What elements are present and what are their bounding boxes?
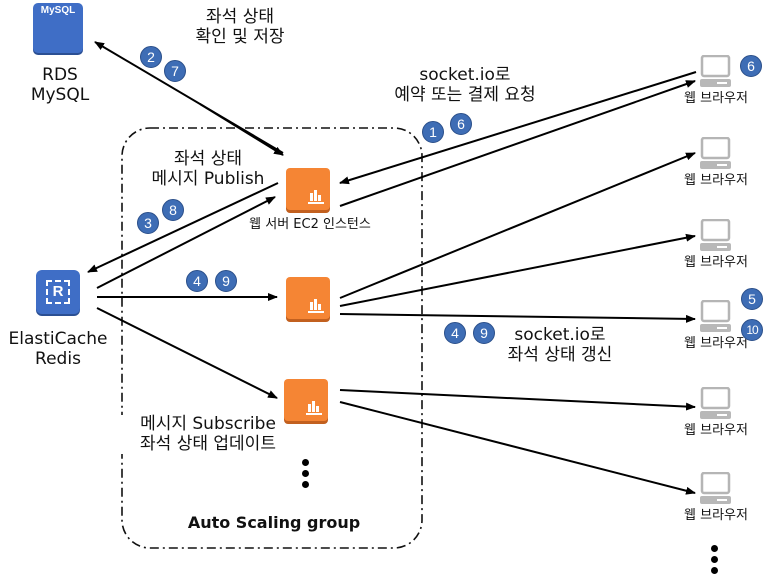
arrow-rds-to-ec2 (95, 42, 280, 155)
web-browser-6-label: 웹 브라우저 (684, 508, 748, 523)
web-browser-1-label: 웹 브라우저 (684, 91, 748, 106)
auto-scaling-group-label: Auto Scaling group (187, 513, 361, 532)
elasticache-redis-icon: R (36, 270, 80, 314)
more-instances-ellipsis (302, 459, 310, 492)
request-note-line2: 예약 또는 결제 요청 (394, 84, 536, 105)
more-browsers-ellipsis (711, 545, 719, 578)
web-browser-2-label: 웹 브라우저 (684, 173, 748, 188)
arrow-ec2b-to-browser-4 (339, 313, 696, 323)
request-note-line1: socket.io로 (419, 65, 511, 85)
step-badge-9: 9 (215, 270, 237, 292)
arrow-ec2-to-rds (94, 41, 284, 154)
arrow-ec2c-to-browser-5 (339, 389, 696, 411)
arrow-redis-to-ec2-3 (96, 307, 278, 399)
rds-label-line1: RDS (42, 65, 78, 85)
step-badge-2: 2 (140, 46, 162, 68)
subscribe-note-line1: 메시지 Subscribe (140, 414, 276, 434)
computer-icon (700, 299, 731, 332)
computer-icon (700, 136, 731, 169)
subscribe-note-line2: 좌석 상태 업데이트 (140, 433, 276, 454)
rds-note-line2: 확인 및 저장 (195, 26, 285, 47)
publish-note: 좌석 상태 메시지 Publish (130, 149, 286, 189)
mysql-icon-text: MySQL (40, 5, 76, 16)
step-badge-6: 6 (450, 113, 472, 135)
arrow-ec2b-to-browser-3 (339, 233, 696, 307)
arrow-rds-to-ec2-b (199, 103, 284, 156)
rds-mysql-icon: MySQL (33, 3, 83, 53)
web-browser-5-label: 웹 브라우저 (684, 423, 748, 438)
step-badge-7: 7 (164, 60, 186, 82)
step-badge-10: 10 (741, 319, 763, 341)
ec2-label: 웹 서버 EC2 인스턴스 (249, 217, 371, 232)
computer-icon (700, 386, 731, 419)
update-note-line2: 좌석 상태 갱신 (507, 344, 613, 365)
web-browser-2-icon (699, 136, 733, 173)
arrow-browser-to-ec2 (339, 71, 697, 185)
web-browser-3-icon (699, 218, 733, 255)
step-badge-5: 5 (741, 288, 763, 310)
arrow-ec2-to-browser (339, 80, 696, 207)
update-note: socket.io로 좌석 상태 갱신 (490, 325, 630, 365)
rds-note: 좌석 상태 확인 및 저장 (170, 7, 310, 47)
computer-icon (700, 218, 731, 251)
step-badge-6b: 6 (740, 55, 762, 77)
redis-icon-text: R (52, 283, 64, 300)
publish-note-line1: 좌석 상태 (174, 149, 242, 169)
redis-label-line1: ElastiCache (8, 329, 108, 349)
computer-icon (700, 54, 731, 87)
ec2-instance-3-icon (284, 379, 328, 421)
step-badge-4: 4 (186, 270, 208, 292)
rds-note-line1: 좌석 상태 (206, 7, 274, 27)
redis-label: ElastiCache Redis (2, 329, 114, 369)
web-browser-4-icon (699, 299, 733, 336)
publish-note-line2: 메시지 Publish (151, 168, 265, 189)
auto-scaling-group-border (121, 127, 423, 549)
request-note: socket.io로 예약 또는 결제 요청 (370, 65, 560, 105)
web-browser-1-icon (699, 54, 733, 91)
arrow-ec2-to-redis (87, 182, 279, 273)
rds-label-line2: MySQL (30, 84, 90, 105)
step-badge-3: 3 (137, 212, 159, 234)
chart-icon (308, 190, 324, 204)
computer-icon (700, 471, 731, 504)
ec2-instance-1-icon (286, 168, 330, 210)
chip-icon: R (46, 280, 70, 304)
step-badge-8: 8 (162, 199, 184, 221)
web-browser-5-icon (699, 386, 733, 423)
step-badge-9b: 9 (473, 322, 495, 344)
subscribe-note: 메시지 Subscribe 좌석 상태 업데이트 (118, 414, 298, 455)
rds-label: RDS MySQL (20, 65, 100, 105)
chart-icon (306, 401, 322, 415)
web-browser-6-icon (699, 471, 733, 508)
ec2-instance-2-icon (286, 277, 330, 319)
web-browser-3-label: 웹 브라우저 (684, 255, 748, 270)
redis-label-line2: Redis (35, 348, 81, 369)
arrow-redis-to-ec2 (96, 196, 276, 289)
update-note-line1: socket.io로 (514, 325, 606, 345)
chart-icon (308, 299, 324, 313)
arrow-ec2b-to-browser-2 (339, 152, 696, 299)
step-badge-1: 1 (422, 121, 444, 143)
arrow-ec2c-to-browser-6 (339, 401, 696, 495)
web-browser-4-label: 웹 브라우저 (684, 336, 748, 351)
step-badge-4b: 4 (444, 322, 466, 344)
